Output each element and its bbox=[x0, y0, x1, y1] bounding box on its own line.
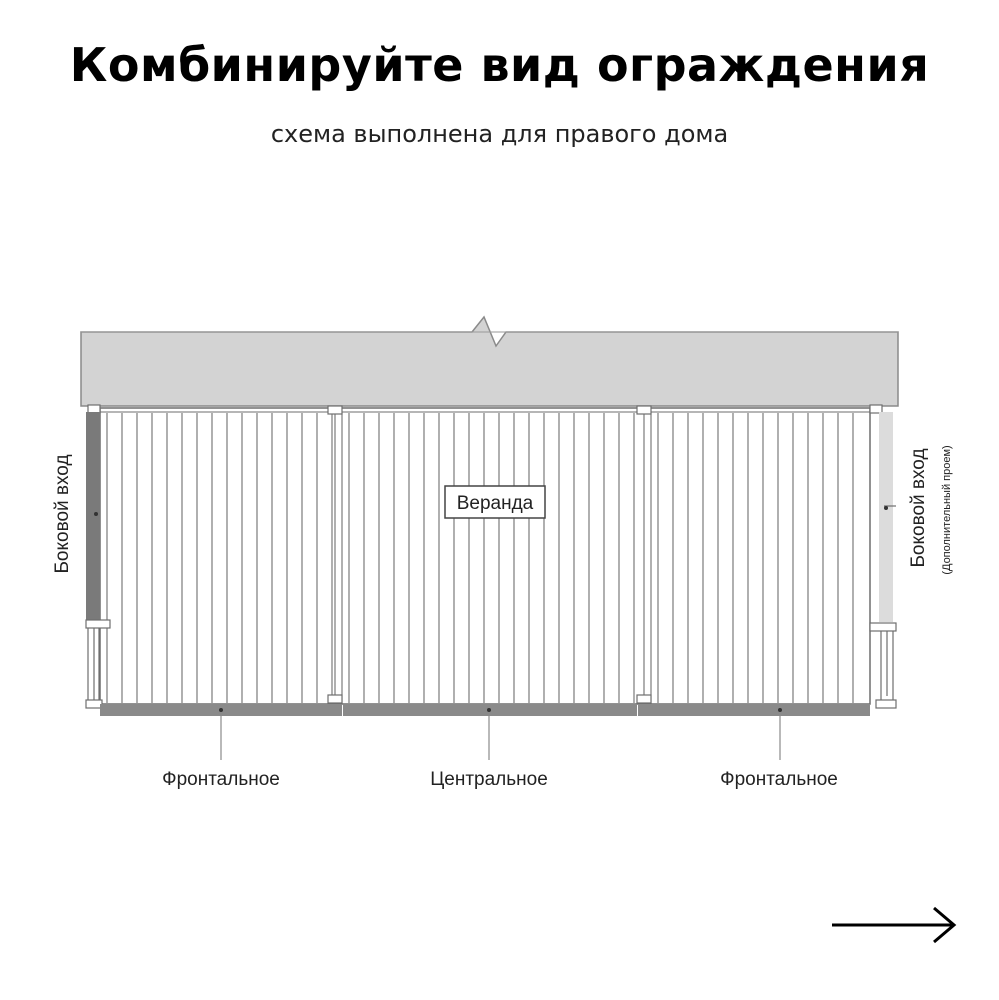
veranda-label-box bbox=[444, 485, 546, 519]
fence-slats bbox=[106, 412, 854, 704]
roof bbox=[80, 315, 899, 407]
section-divider bbox=[643, 412, 652, 704]
right-side-panel bbox=[879, 412, 893, 622]
fence-frame bbox=[99, 407, 871, 705]
front-center-label: Центральное bbox=[430, 769, 548, 790]
front-left-label: Фронтальное bbox=[162, 769, 280, 790]
right-side-label: Боковой вход bbox=[908, 448, 929, 567]
leader-lines bbox=[220, 712, 781, 760]
page-subtitle: схема выполнена для правого дома bbox=[270, 120, 729, 148]
left-side-panel bbox=[86, 412, 100, 620]
front-bars bbox=[100, 704, 870, 716]
arrow-right-icon[interactable] bbox=[826, 900, 966, 950]
page-title: Комбинируйте вид ограждения bbox=[69, 38, 930, 92]
right-side-note: (Дополнительный проем) bbox=[941, 445, 953, 574]
left-side-label: Боковой вход bbox=[52, 454, 73, 573]
veranda-label: Веранда bbox=[457, 493, 534, 514]
front-right-label: Фронтальное bbox=[720, 769, 838, 790]
section-posts bbox=[87, 404, 883, 704]
section-divider bbox=[334, 412, 343, 704]
